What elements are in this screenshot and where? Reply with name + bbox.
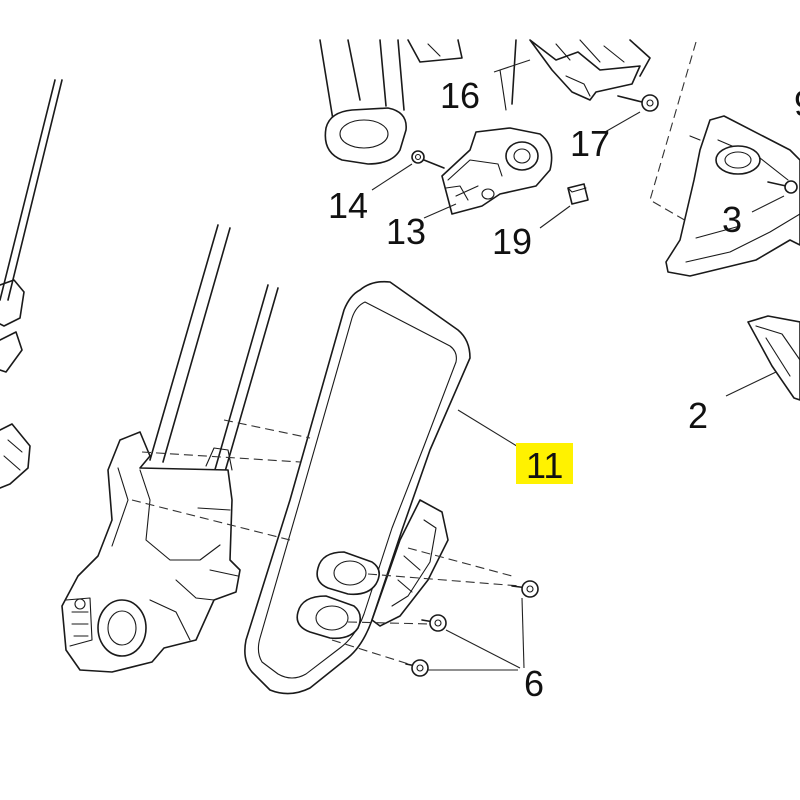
upper-fork-tubes	[319, 39, 517, 165]
mounting-plate-part-11	[244, 280, 471, 695]
leader-line-11	[457, 409, 521, 449]
nut-part-19	[539, 183, 589, 229]
alignment-lines	[131, 419, 521, 667]
clamp-part-13	[423, 127, 553, 219]
callout-labels: 16 17 14 13 19 3 2 6 9 11	[328, 75, 800, 704]
screw-part-14	[371, 150, 445, 191]
slot-lower	[296, 595, 362, 640]
front-fork-and-lower-bracket	[61, 224, 279, 673]
callout-2: 2	[688, 395, 708, 436]
callout-11: 11	[526, 445, 563, 486]
highlight-box	[516, 443, 573, 484]
bracket-part-16	[493, 39, 651, 101]
callout-16: 16	[440, 75, 480, 116]
part-2	[725, 315, 800, 401]
screw-icon	[405, 659, 429, 677]
callout-17: 17	[570, 123, 610, 164]
callout-19: 19	[492, 221, 532, 262]
screw-icon	[511, 580, 539, 598]
callout-14: 14	[328, 185, 368, 226]
callout-9: 9	[794, 83, 800, 124]
screws-part-6	[405, 580, 539, 677]
callout-6: 6	[524, 663, 544, 704]
slot-upper	[316, 551, 380, 596]
bracket-part-3	[649, 41, 800, 277]
screw-part-17	[604, 94, 659, 133]
callout-13: 13	[386, 211, 426, 252]
left-fork-assembly	[0, 79, 63, 489]
callout-3: 3	[722, 199, 742, 240]
screw-icon	[421, 614, 447, 632]
